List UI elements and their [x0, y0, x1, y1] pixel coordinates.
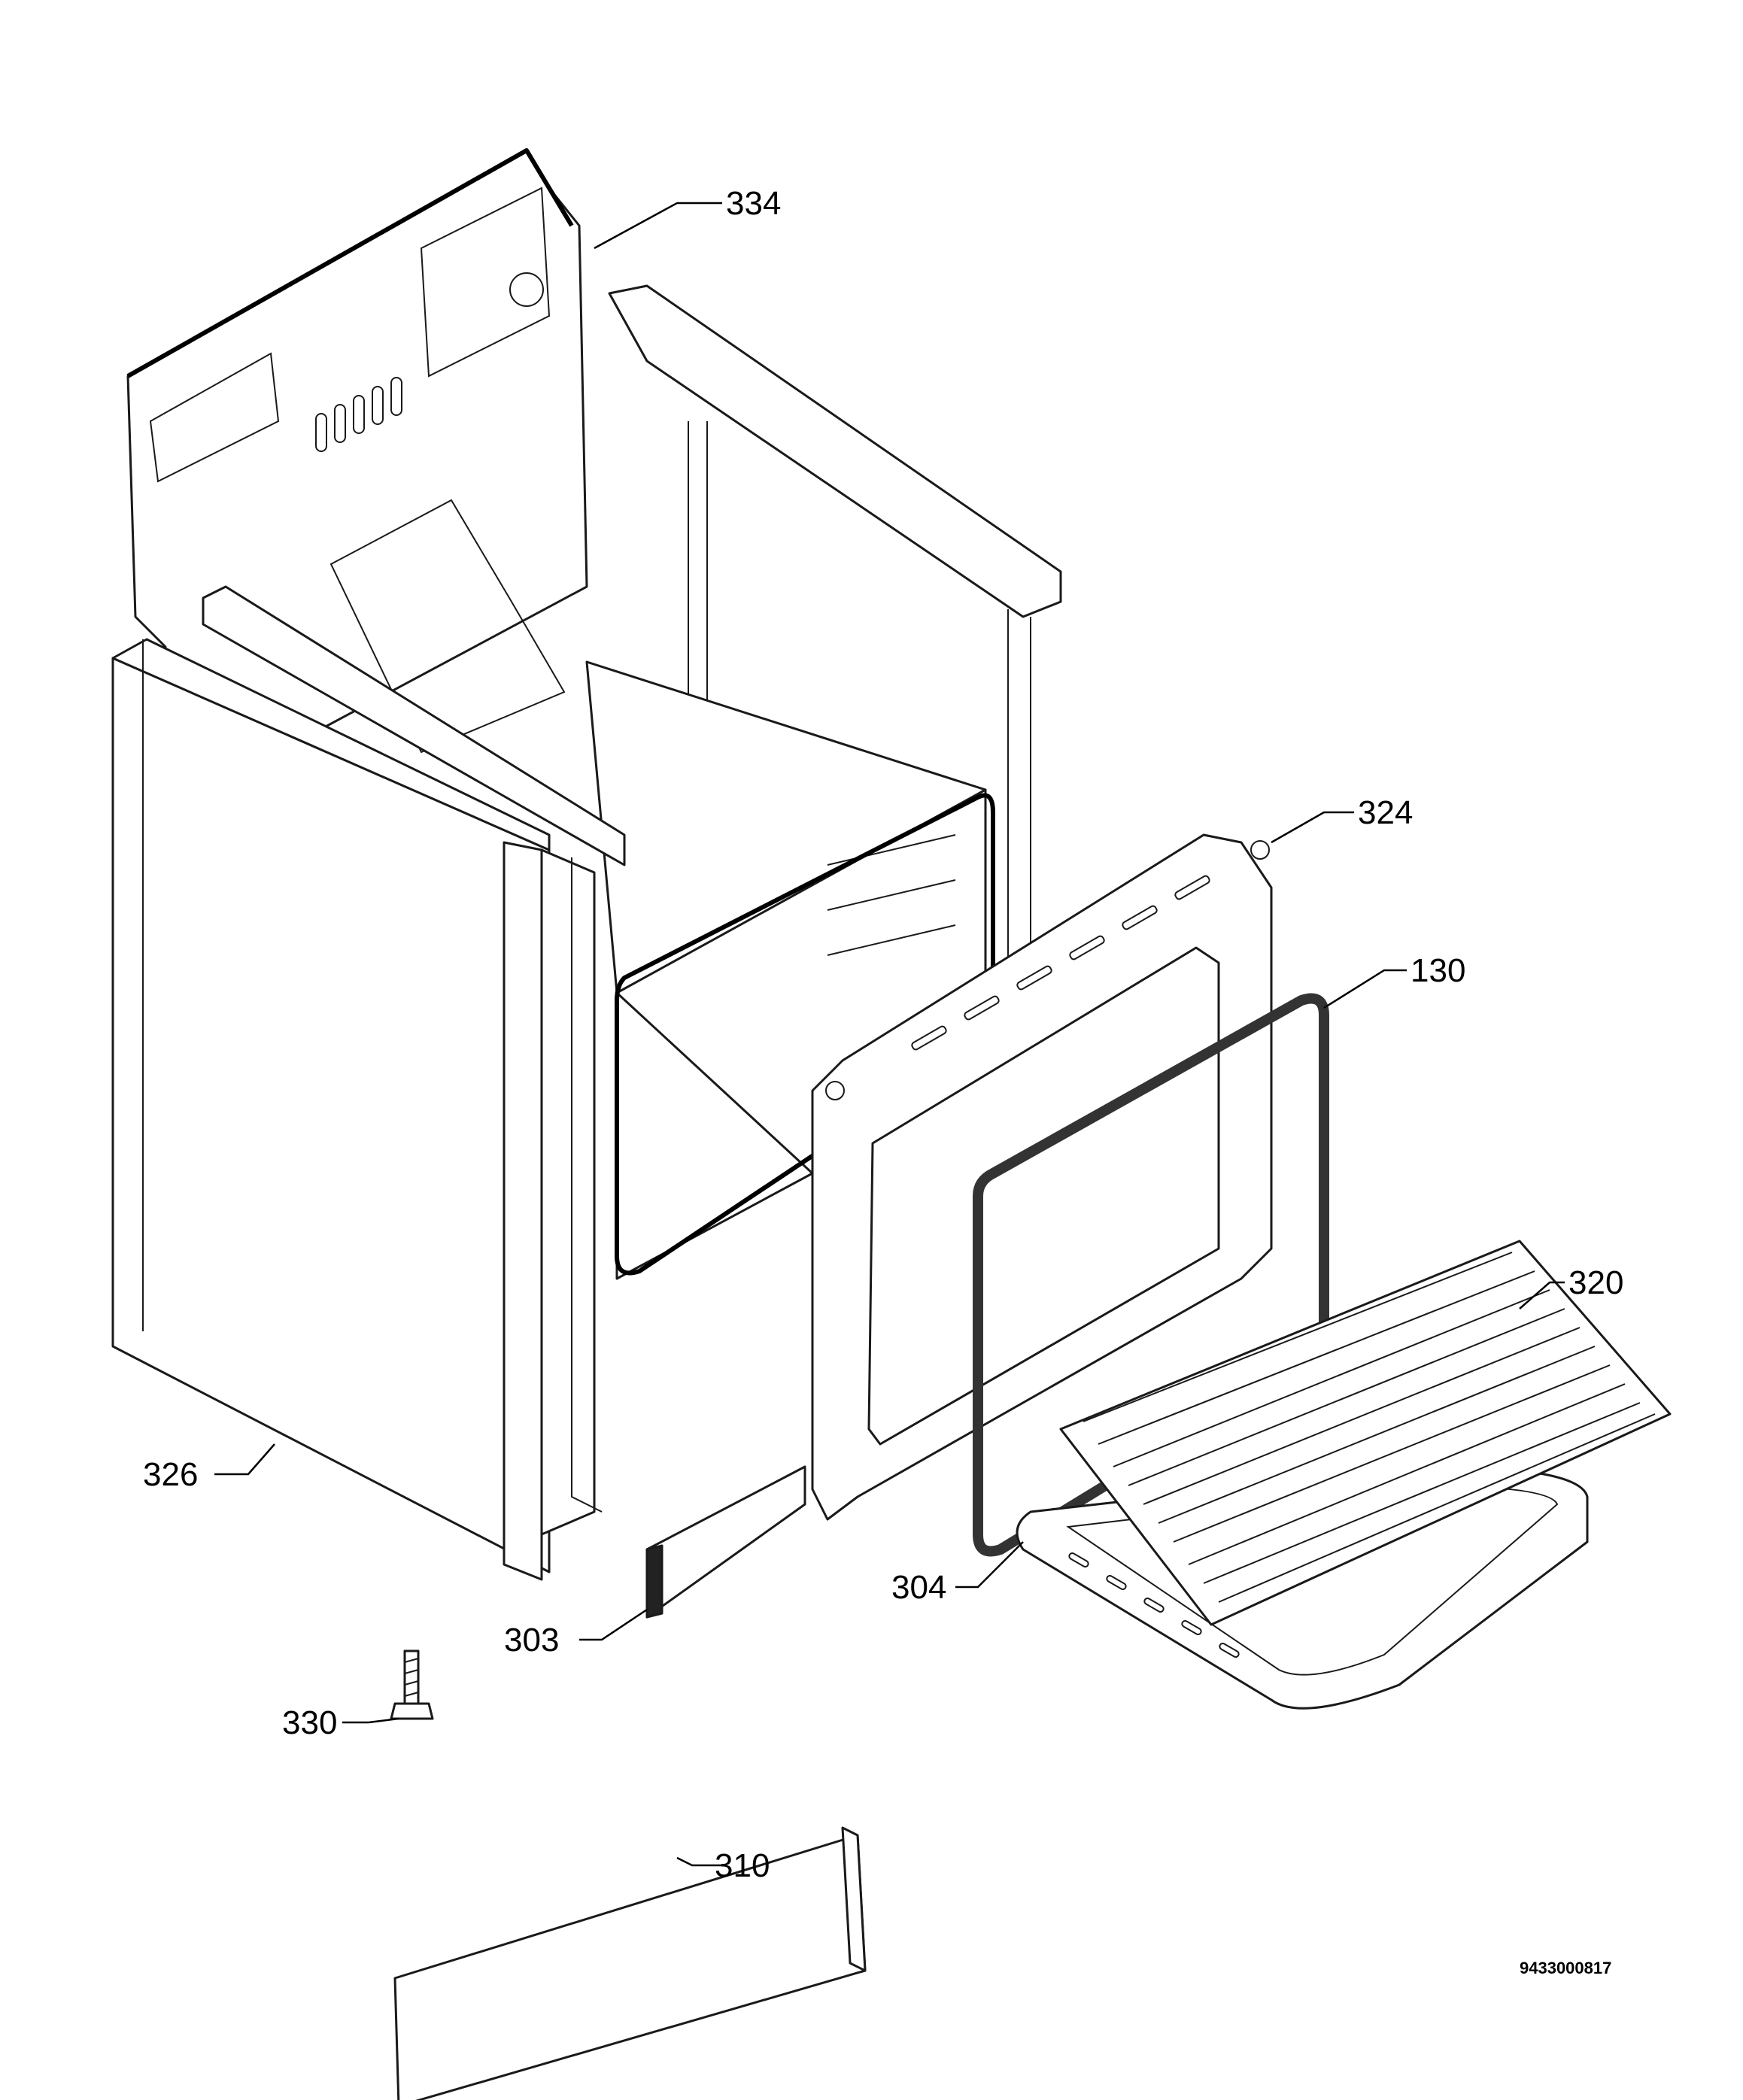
strip-part [645, 1465, 806, 1619]
callout-310: 310 [715, 1847, 770, 1884]
callout-326: 326 [143, 1456, 198, 1493]
callout-303: 303 [504, 1622, 559, 1658]
side-panel-part [111, 638, 596, 1581]
screw-part [390, 1649, 434, 1720]
callout-320: 320 [1568, 1264, 1623, 1301]
document-number: 9433000817 [1520, 1959, 1611, 1977]
shelf-rack-part [1059, 1240, 1672, 1626]
callout-334: 334 [726, 185, 781, 222]
kick-plate-part [393, 1826, 867, 2100]
door-frame-part [811, 833, 1273, 1521]
callout-130: 130 [1410, 952, 1465, 989]
callout-304: 304 [891, 1569, 946, 1606]
callout-330: 330 [282, 1704, 337, 1741]
leader-lines [214, 202, 1565, 1867]
callout-324: 324 [1358, 794, 1413, 831]
front-frame-part [202, 585, 626, 1513]
